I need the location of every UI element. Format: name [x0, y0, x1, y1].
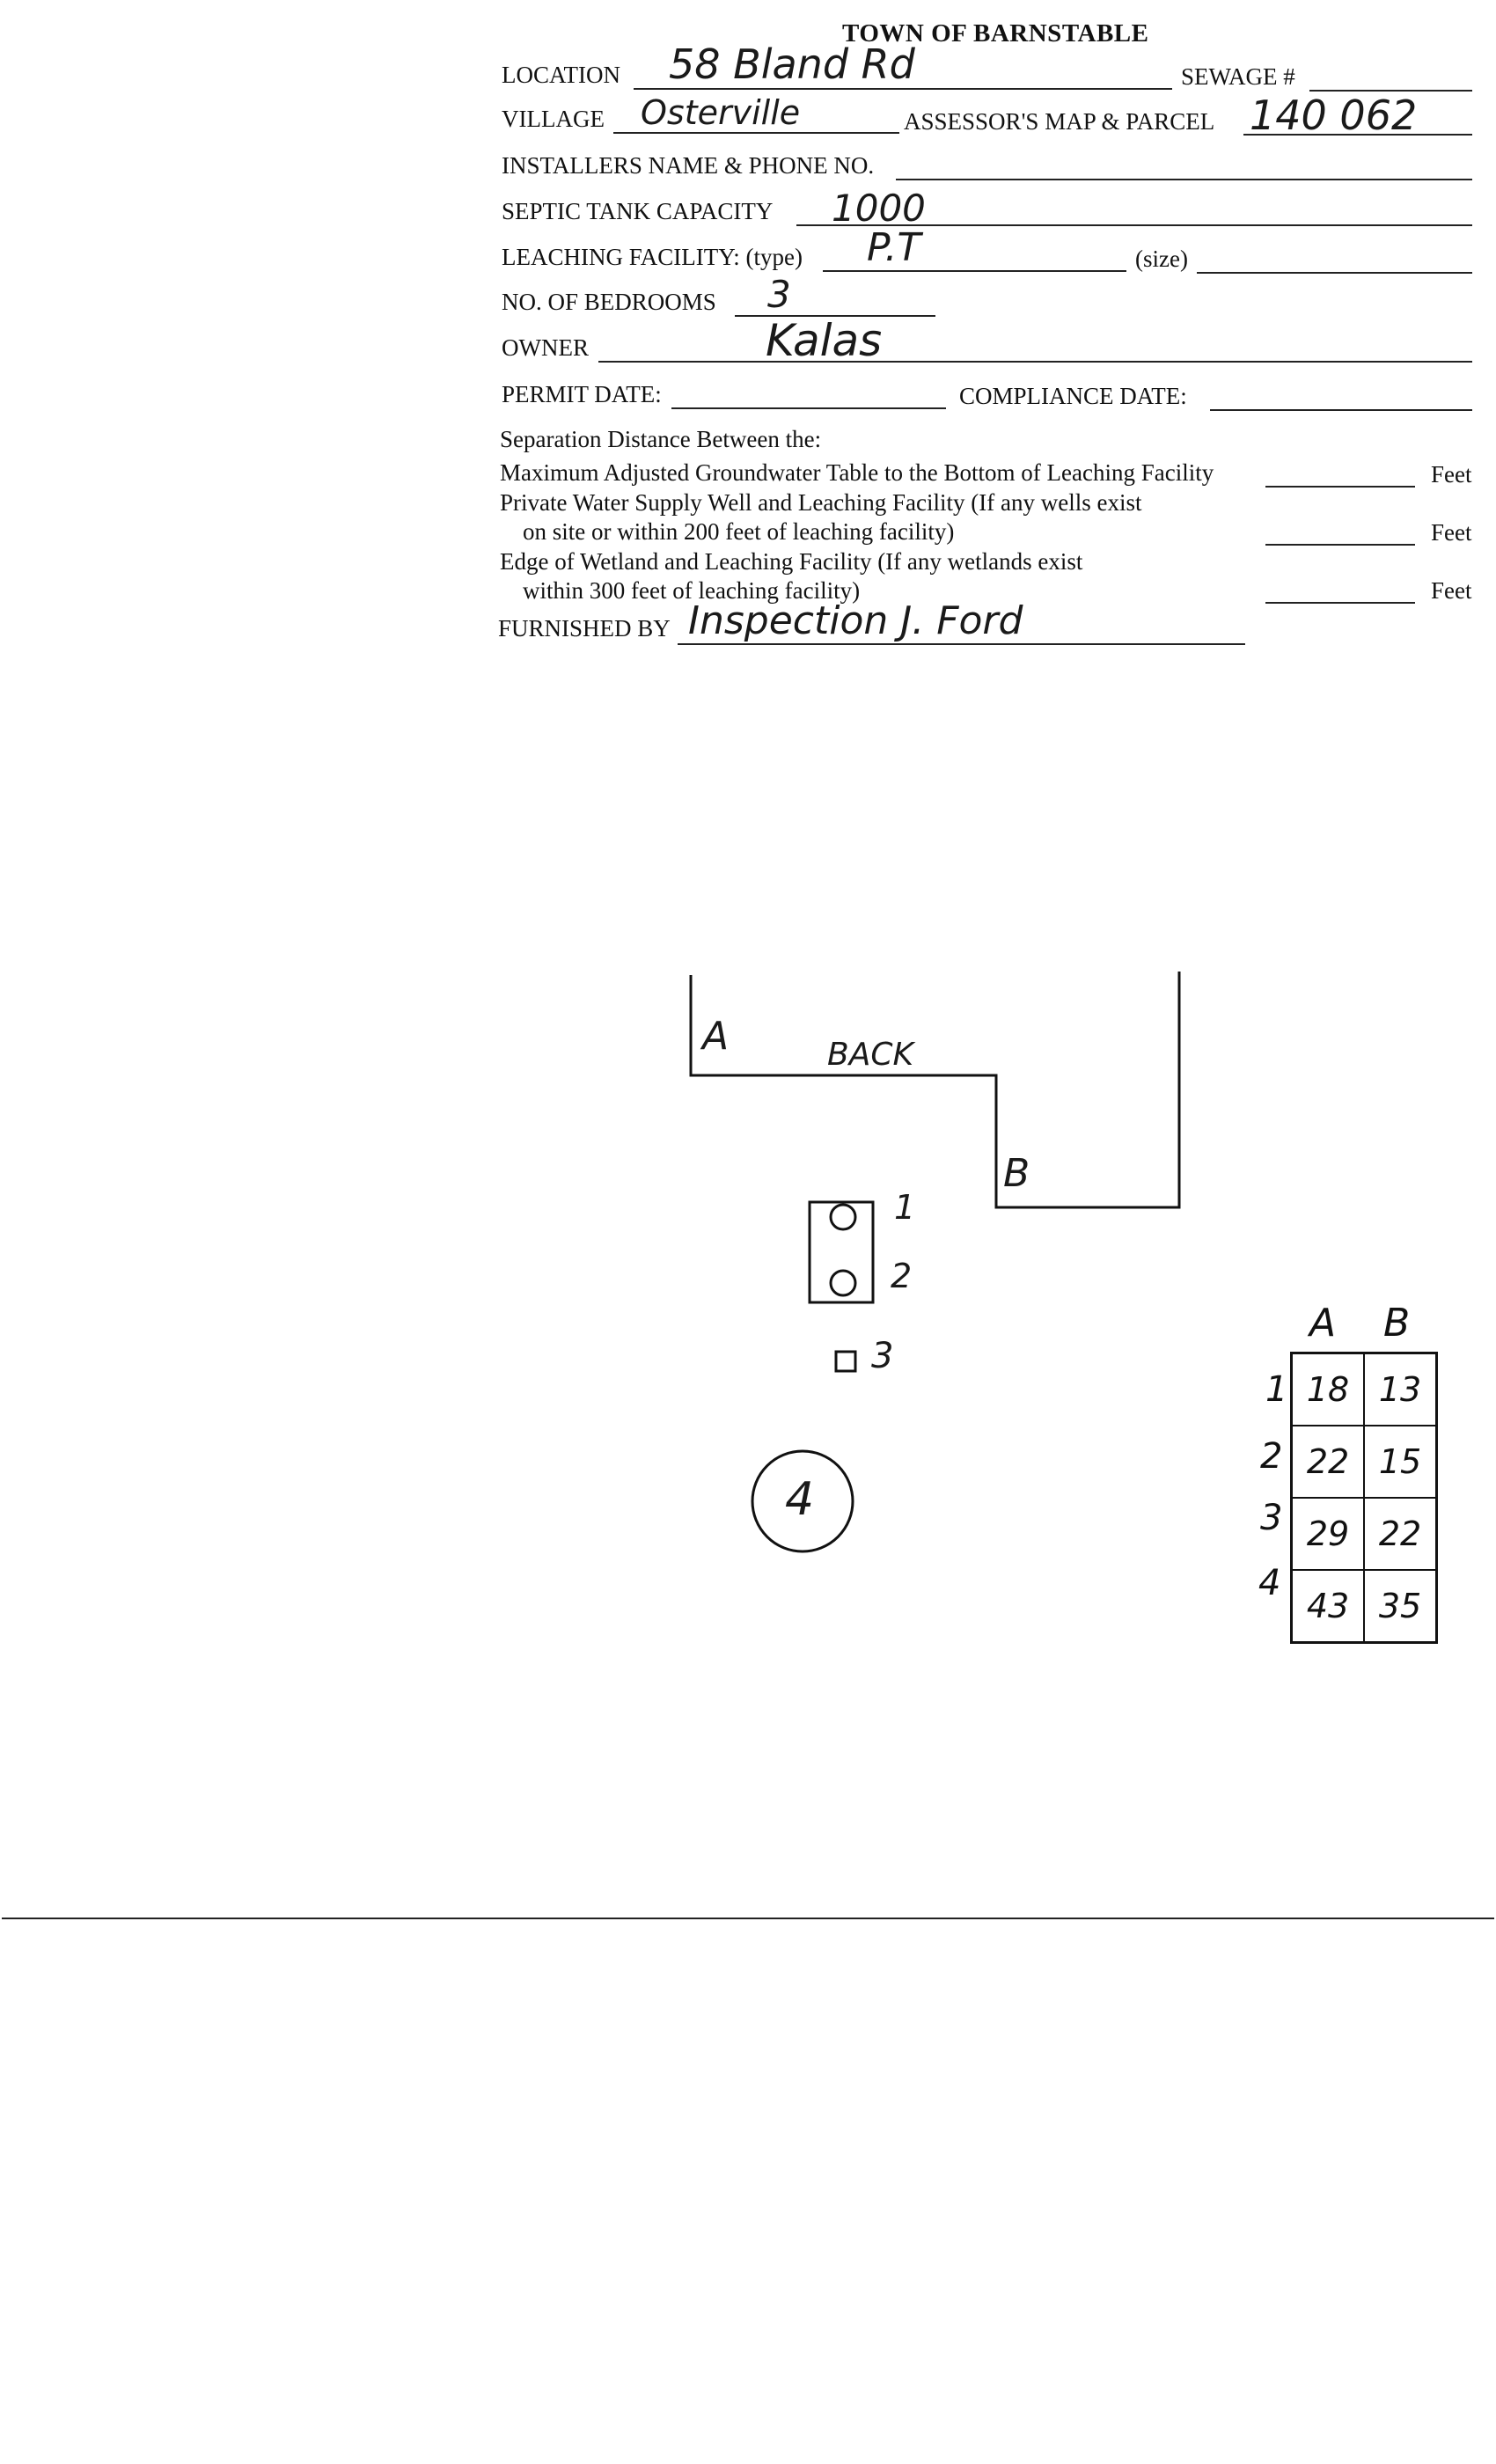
- separation-groundwater: Maximum Adjusted Groundwater Table to th…: [500, 459, 1214, 486]
- location-label: LOCATION: [502, 62, 620, 88]
- sewage-line: [1309, 90, 1472, 92]
- size-label: (size): [1135, 246, 1188, 272]
- table-row: 18 13: [1290, 1352, 1438, 1426]
- permit-date-line: [671, 407, 946, 409]
- map-parcel-value: 140 062: [1250, 92, 1418, 139]
- compliance-date-line: [1210, 409, 1472, 411]
- table-header-b: B: [1383, 1301, 1411, 1346]
- house-outline: [689, 972, 1181, 1209]
- installers-line: [896, 179, 1472, 180]
- row-label-3: 3: [1260, 1498, 1283, 1538]
- label-back: BACK: [827, 1037, 914, 1073]
- sewage-label: SEWAGE #: [1181, 63, 1295, 90]
- marker-2: 2: [891, 1257, 913, 1295]
- assessor-line: [1243, 134, 1472, 136]
- location-value: 58 Bland Rd: [669, 40, 915, 88]
- marker-4: 4: [785, 1473, 815, 1526]
- compliance-date-label: COMPLIANCE DATE:: [959, 383, 1187, 409]
- row-label-4: 4: [1258, 1563, 1281, 1603]
- owner-line: [598, 361, 1472, 363]
- hole-1-circle: [829, 1203, 857, 1231]
- village-value: Osterville: [641, 93, 801, 132]
- row-label-1: 1: [1265, 1369, 1288, 1410]
- marker-1: 1: [894, 1188, 916, 1227]
- table-row: 22 15: [1290, 1425, 1438, 1499]
- separation-well-line1: Private Water Supply Well and Leaching F…: [500, 489, 1142, 516]
- hole-4-circle: [751, 1449, 854, 1553]
- label-b: B: [1003, 1151, 1030, 1196]
- cell-2a: 22: [1290, 1425, 1365, 1499]
- well-feet-label: Feet: [1431, 519, 1472, 546]
- groundwater-feet-line: [1265, 486, 1415, 488]
- furnished-by-label: FURNISHED BY: [498, 615, 671, 642]
- cell-1b: 13: [1363, 1352, 1438, 1426]
- leaching-line: [823, 270, 1126, 272]
- hole-3-square: [834, 1350, 857, 1373]
- cell-4b: 35: [1363, 1569, 1438, 1644]
- tank-box: [808, 1200, 875, 1304]
- cell-4a: 43: [1290, 1569, 1365, 1644]
- leaching-label: LEACHING FACILITY: (type): [502, 244, 803, 270]
- separation-wetland-line1: Edge of Wetland and Leaching Facility (I…: [500, 548, 1083, 575]
- table-row: 29 22: [1290, 1497, 1438, 1571]
- hole-2-circle: [829, 1269, 857, 1297]
- owner-value: Kalas: [766, 315, 883, 366]
- bedrooms-line: [735, 315, 935, 317]
- separation-heading: Separation Distance Between the:: [500, 426, 822, 452]
- location-line: [634, 88, 1172, 90]
- table-header-a: A: [1309, 1301, 1337, 1346]
- wetland-feet-label: Feet: [1431, 577, 1472, 604]
- well-feet-line: [1265, 544, 1415, 546]
- table-row: 43 35: [1290, 1569, 1438, 1644]
- cell-1a: 18: [1290, 1352, 1365, 1426]
- septic-label: SEPTIC TANK CAPACITY: [502, 198, 774, 224]
- label-a: A: [702, 1014, 730, 1059]
- septic-value: 1000: [832, 187, 926, 230]
- groundwater-feet-label: Feet: [1431, 461, 1472, 488]
- leaching-type-value: P.T: [867, 225, 921, 270]
- row-label-2: 2: [1260, 1436, 1283, 1477]
- distance-table: 18 13 22 15 29 22 43 35: [1290, 1352, 1438, 1644]
- bedrooms-label: NO. OF BEDROOMS: [502, 289, 716, 315]
- bedrooms-value: 3: [767, 273, 791, 316]
- septic-line: [796, 224, 1472, 226]
- marker-3: 3: [871, 1336, 894, 1376]
- cell-2b: 15: [1363, 1425, 1438, 1499]
- village-label: VILLAGE: [502, 106, 605, 132]
- furnished-by-line: [678, 643, 1245, 645]
- separation-well-line2: on site or within 200 feet of leaching f…: [523, 518, 955, 545]
- furnished-by-value: Inspection J. Ford: [688, 598, 1023, 643]
- cell-3a: 29: [1290, 1497, 1365, 1571]
- assessor-label: ASSESSOR'S MAP & PARCEL: [904, 108, 1215, 135]
- size-line: [1197, 272, 1472, 274]
- owner-label: OWNER: [502, 334, 589, 361]
- cell-3b: 22: [1363, 1497, 1438, 1571]
- form-title: TOWN OF BARNSTABLE: [842, 19, 1149, 48]
- permit-date-label: PERMIT DATE:: [502, 381, 662, 407]
- separation-wetland-line2: within 300 feet of leaching facility): [523, 577, 861, 604]
- wetland-feet-line: [1265, 602, 1415, 604]
- installers-label: INSTALLERS NAME & PHONE NO.: [502, 152, 875, 179]
- village-line: [613, 132, 899, 134]
